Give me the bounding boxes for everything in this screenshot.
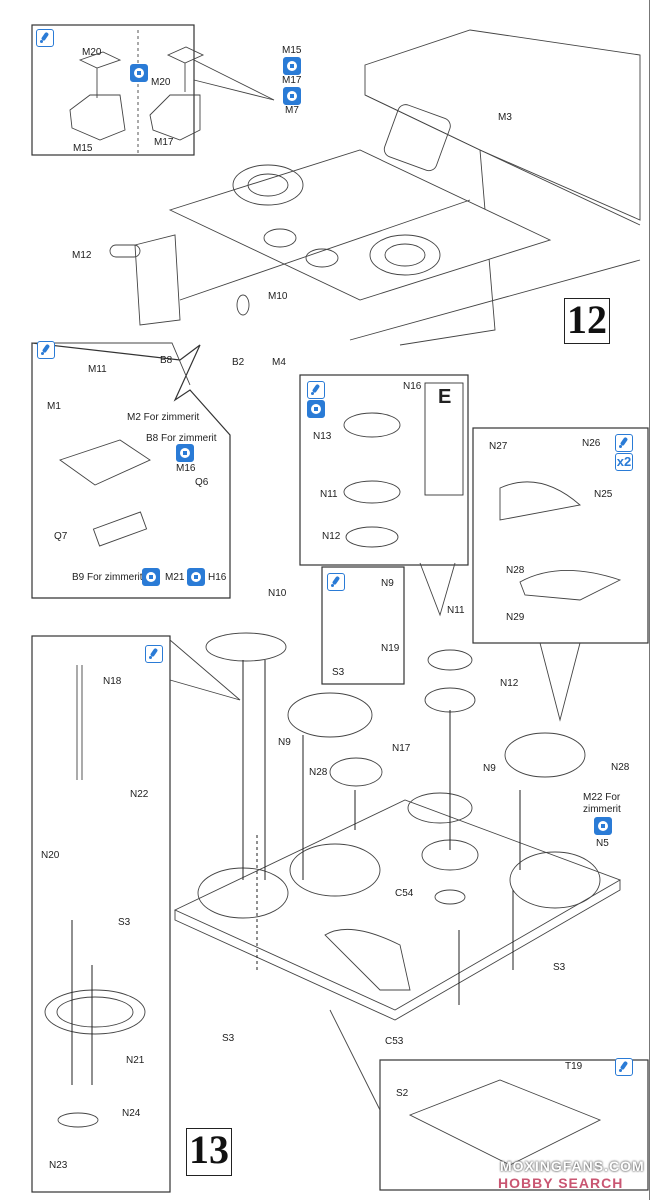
part-label: N5 (596, 838, 609, 849)
paint-icon (145, 645, 163, 663)
page-border (648, 0, 650, 1200)
part-label: M12 (72, 250, 92, 261)
part-label: N19 (381, 643, 400, 654)
alternative-part-icon (176, 444, 194, 462)
alternative-part-icon (307, 400, 325, 418)
part-label: N12 (322, 531, 341, 542)
part-label: S3 (118, 917, 131, 928)
paint-icon (307, 381, 325, 399)
part-label: B8 For zimmerit (146, 433, 217, 444)
part-label: M3 (498, 112, 512, 123)
part-label: N28 (506, 565, 525, 576)
part-label: S3 (553, 962, 566, 973)
part-label: N9 (278, 737, 291, 748)
part-label: N25 (594, 489, 613, 500)
watermark-hobbysearch: HOBBY SEARCH (498, 1175, 624, 1191)
part-label: N10 (268, 588, 287, 599)
alternative-part-icon (142, 568, 160, 586)
part-label: M22 For (583, 792, 621, 803)
part-label: T19 (565, 1061, 583, 1072)
alternative-part-icon (594, 817, 612, 835)
part-label: N20 (41, 850, 60, 861)
part-label: Q7 (54, 531, 68, 542)
watermark-moxingfans: MOXINGFANS.COM (500, 1158, 645, 1174)
part-label: N26 (582, 438, 601, 449)
part-label: M20 (82, 47, 102, 58)
paint-icon (615, 434, 633, 452)
make-two-icon: x2 (615, 453, 633, 471)
part-label: M11 (88, 364, 107, 375)
part-label: M15 (73, 143, 93, 154)
step-number-12: 12 (564, 298, 610, 344)
part-label: B8 (160, 355, 173, 366)
part-label: M7 (285, 105, 299, 116)
alternative-part-icon (283, 87, 301, 105)
part-label: M4 (272, 357, 286, 368)
part-label: M2 For zimmerit (127, 412, 200, 423)
part-label: M10 (268, 291, 288, 302)
part-label: N23 (49, 1160, 68, 1171)
part-label: M16 (176, 463, 196, 474)
step-number-13: 13 (186, 1128, 232, 1176)
paint-icon (615, 1058, 633, 1076)
part-label: S3 (332, 667, 345, 678)
part-label: N27 (489, 441, 508, 452)
part-label: S3 (222, 1033, 235, 1044)
alternative-part-icon (283, 57, 301, 75)
part-label: M1 (47, 401, 61, 412)
part-label: B9 For zimmerit (72, 572, 143, 583)
part-label: C54 (395, 888, 414, 899)
part-label: M17 (282, 75, 302, 86)
part-label: M15 (282, 45, 302, 56)
part-label: B2 (232, 357, 245, 368)
part-label: M17 (154, 137, 174, 148)
part-label: S2 (396, 1088, 409, 1099)
part-label: N11 (447, 605, 465, 616)
part-label: N9 (381, 578, 394, 589)
part-label: N16 (403, 381, 422, 392)
part-label: N24 (122, 1108, 141, 1119)
paint-icon (327, 573, 345, 591)
part-label: M21 (165, 572, 185, 583)
sprue-letter: E (438, 386, 452, 408)
alternative-part-icon (187, 568, 205, 586)
part-label: N13 (313, 431, 332, 442)
part-label: N11 (320, 489, 338, 500)
part-label: N28 (309, 767, 328, 778)
part-label: M20 (151, 77, 171, 88)
part-label: N12 (500, 678, 519, 689)
part-label: H16 (208, 572, 227, 583)
part-label: N17 (392, 743, 411, 754)
alternative-part-icon (130, 64, 148, 82)
part-label: N9 (483, 763, 496, 774)
hull-drawing (109, 29, 641, 346)
part-label: zimmerit (583, 804, 621, 815)
part-label: Q6 (195, 477, 209, 488)
part-label: N21 (126, 1055, 145, 1066)
part-label: N29 (506, 612, 525, 623)
part-label: N28 (611, 762, 630, 773)
part-label: N18 (103, 676, 122, 687)
paint-icon (36, 29, 54, 47)
part-label: C53 (385, 1036, 404, 1047)
paint-icon (37, 341, 55, 359)
part-label: N22 (130, 789, 149, 800)
